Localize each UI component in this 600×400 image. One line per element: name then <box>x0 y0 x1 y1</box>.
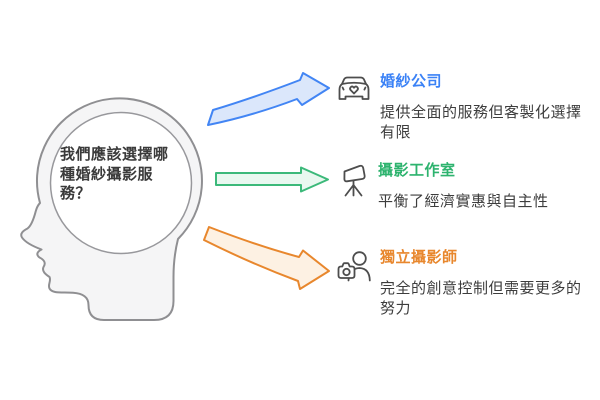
option-desc-wedding-company: 提供全面的服務但客製化選擇有限 <box>380 103 582 141</box>
photographer-icon <box>336 249 372 287</box>
option-texts: 攝影工作室 平衡了經濟實惠與自主性 <box>378 161 588 211</box>
wedding-car-icon <box>336 73 372 105</box>
option-texts: 婚紗公司 提供全面的服務但客製化選擇有限 <box>380 72 590 142</box>
question-line-1: 我們應該選擇哪 <box>60 145 169 163</box>
arrow-to-freelancer <box>203 226 330 290</box>
option-desc-photo-studio: 平衡了經濟實惠與自主性 <box>378 192 549 210</box>
question-line-2: 種婚紗攝影服 <box>60 164 154 183</box>
option-photo-studio: 攝影工作室 平衡了經濟實惠與自主性 <box>336 161 588 211</box>
arrow-to-company <box>207 72 330 126</box>
question-text: 我們應該選擇哪 種婚紗攝影服 務？ <box>60 145 182 204</box>
option-independent-photographer: 獨立攝影師 完全的創意控制但需要更多的努力 <box>336 248 590 318</box>
option-title-independent-photographer: 獨立攝影師 <box>380 248 458 266</box>
studio-light-icon <box>336 162 370 198</box>
thought-circle <box>49 111 193 255</box>
option-texts: 獨立攝影師 完全的創意控制但需要更多的努力 <box>380 248 590 318</box>
option-desc-independent-photographer: 完全的創意控制但需要更多的努力 <box>380 279 582 317</box>
question-line-3: 務？ <box>60 184 92 202</box>
option-title-photo-studio: 攝影工作室 <box>378 161 456 179</box>
option-title-wedding-company: 婚紗公司 <box>380 72 443 90</box>
arrow-to-studio <box>215 166 329 193</box>
option-wedding-company: 婚紗公司 提供全面的服務但客製化選擇有限 <box>336 72 590 142</box>
